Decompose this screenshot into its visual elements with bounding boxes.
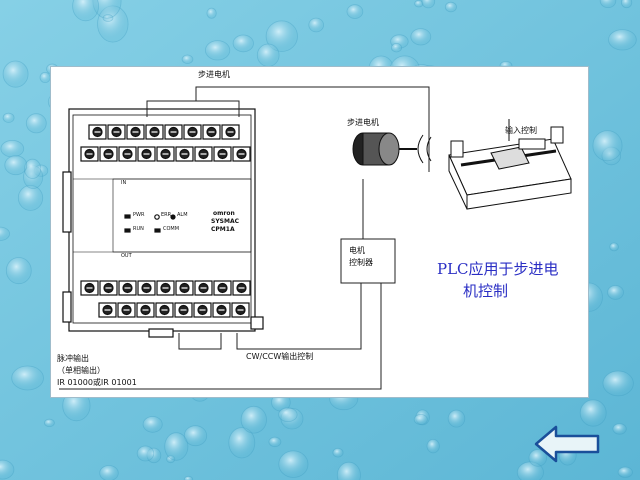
pulse-label-line2: （单相输出） <box>57 366 105 375</box>
input-control-label: 输入控制 <box>505 126 537 135</box>
plc-unit <box>62 108 264 338</box>
plc-run-label: RUN <box>133 226 144 232</box>
slide-title-line2: 机控制 <box>463 282 509 300</box>
plc-in-label: IN <box>121 180 127 186</box>
slide-title: PLC应用于步进电 机控制 <box>437 258 577 302</box>
plc-series-label: SYSMAC <box>211 218 240 225</box>
plc-out-label: OUT <box>121 253 132 259</box>
plc-alm-label: ALM <box>177 212 188 218</box>
linear-stage <box>448 119 572 210</box>
stepper-motor <box>352 132 432 166</box>
cw-ccw-label: CW/CCW输出控制 <box>246 352 314 361</box>
diagram-card: 步进电机 步进电机 输入控制 电机 控制器 CW/CCW输出控制 脉冲输出 （单… <box>50 66 589 398</box>
wiring-lines <box>59 86 430 390</box>
motor-label: 步进电机 <box>347 118 379 127</box>
slide-title-line1: PLC应用于步进电 <box>437 260 559 278</box>
plc-pwr-label: PWR <box>133 212 145 218</box>
plc-err-label: ERR <box>161 212 172 218</box>
controller-label-line1: 电机 <box>349 246 365 255</box>
controller-label-line2: 控制器 <box>349 258 373 267</box>
pulse-label-line3: IR 01000或IR 01001 <box>57 378 137 387</box>
plc-brand-label: omron <box>213 210 235 217</box>
top-motor-label: 步进电机 <box>198 70 230 79</box>
plc-comm-label: COMM <box>163 226 180 232</box>
plc-wiring-diagram <box>59 86 572 390</box>
left-arrow-icon <box>534 425 600 463</box>
pulse-label-line1: 脉冲输出 <box>57 354 89 363</box>
back-button[interactable] <box>532 424 602 464</box>
plc-model-label: CPM1A <box>211 226 235 233</box>
